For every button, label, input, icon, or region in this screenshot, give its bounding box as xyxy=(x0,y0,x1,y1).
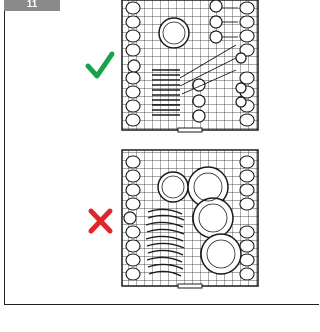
basket-incorrect xyxy=(122,150,258,288)
checkmark-icon xyxy=(88,54,112,76)
plate xyxy=(159,18,189,48)
basket-correct xyxy=(122,0,258,132)
cross-icon xyxy=(91,211,110,231)
